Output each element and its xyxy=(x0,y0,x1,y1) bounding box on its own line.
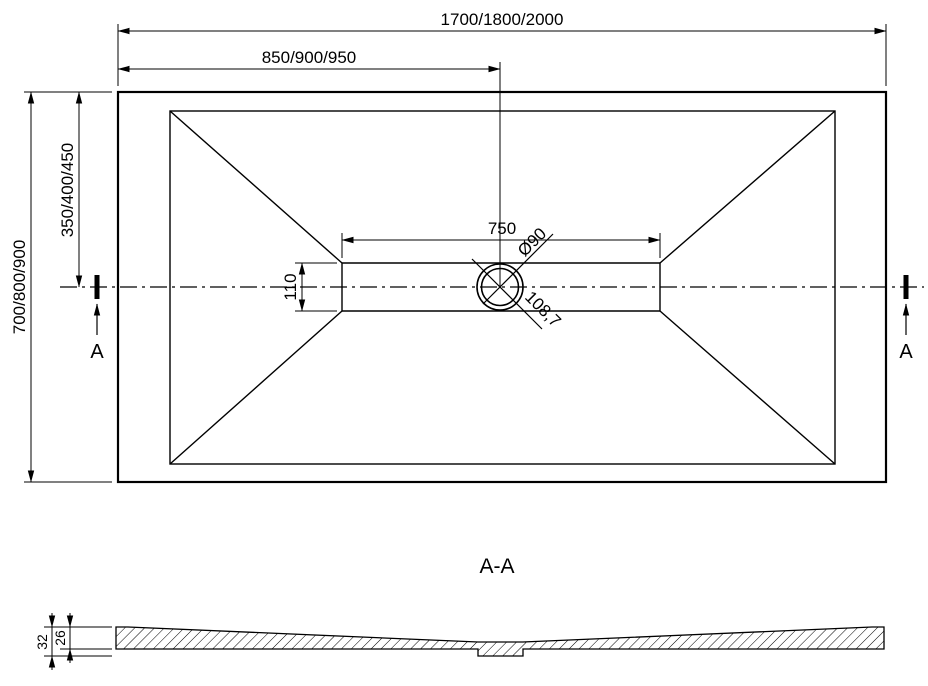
drain-diagonal-line-a xyxy=(471,258,543,330)
section-view: A-A 32 26 xyxy=(34,555,885,670)
drain-diagonal-line-b xyxy=(482,233,554,305)
section-profile xyxy=(115,626,885,657)
dim-channel-width-label: 110 xyxy=(281,273,300,300)
dim-overall-width xyxy=(117,24,887,86)
dim-height-total-label: 32 xyxy=(34,634,50,650)
dimensions xyxy=(24,24,887,483)
top-view xyxy=(60,62,924,484)
section-cut-marks xyxy=(93,275,910,335)
dim-overall-height xyxy=(24,91,112,483)
centerlines xyxy=(60,62,924,288)
section-marker-left-label: A xyxy=(90,341,104,363)
section-dimensions xyxy=(44,613,112,670)
drain-diagonal-label: 108,7 xyxy=(521,287,565,331)
dim-half-width-label: 850/900/950 xyxy=(262,48,357,67)
section-title: A-A xyxy=(479,555,514,578)
drain-diameter-label: Ø90 xyxy=(514,224,550,260)
dim-channel-length-label: 750 xyxy=(488,219,516,238)
dim-overall-width-label: 1700/1800/2000 xyxy=(441,10,564,29)
dim-height-inner-label: 26 xyxy=(52,630,68,646)
dim-channel-length xyxy=(341,233,661,258)
section-marker-right-label: A xyxy=(899,341,913,363)
dim-half-height-label: 350/400/450 xyxy=(58,143,77,238)
dim-overall-height-label: 700/800/900 xyxy=(10,240,29,335)
slope-lines xyxy=(169,110,836,465)
dim-channel-width xyxy=(295,262,337,312)
